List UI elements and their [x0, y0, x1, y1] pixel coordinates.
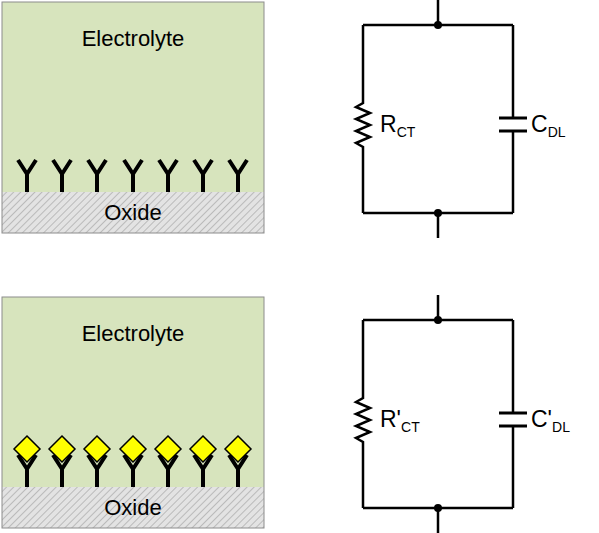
bound-antibodies [14, 436, 251, 487]
antibodies [18, 160, 247, 192]
capacitor-label: CDL [531, 110, 566, 146]
oxide-layer: Oxide [2, 487, 264, 528]
bottom-panel [2, 297, 264, 528]
rc-circuit [356, 0, 527, 238]
region-label: Electrolyte [2, 26, 264, 52]
region-label: Electrolyte [2, 321, 264, 347]
electrolyte-region: Electrolyte [2, 297, 264, 487]
electrolyte-region: Electrolyte [2, 2, 264, 192]
region-label: Oxide [2, 200, 264, 226]
rc-circuit [356, 295, 527, 533]
resistor-label: R'CT [380, 405, 420, 441]
oxide-layer: Oxide [2, 192, 264, 233]
resistor-label: RCT [380, 110, 415, 146]
top-panel [2, 2, 264, 233]
capacitor-label: C'DL [531, 405, 570, 441]
region-label: Oxide [2, 495, 264, 521]
